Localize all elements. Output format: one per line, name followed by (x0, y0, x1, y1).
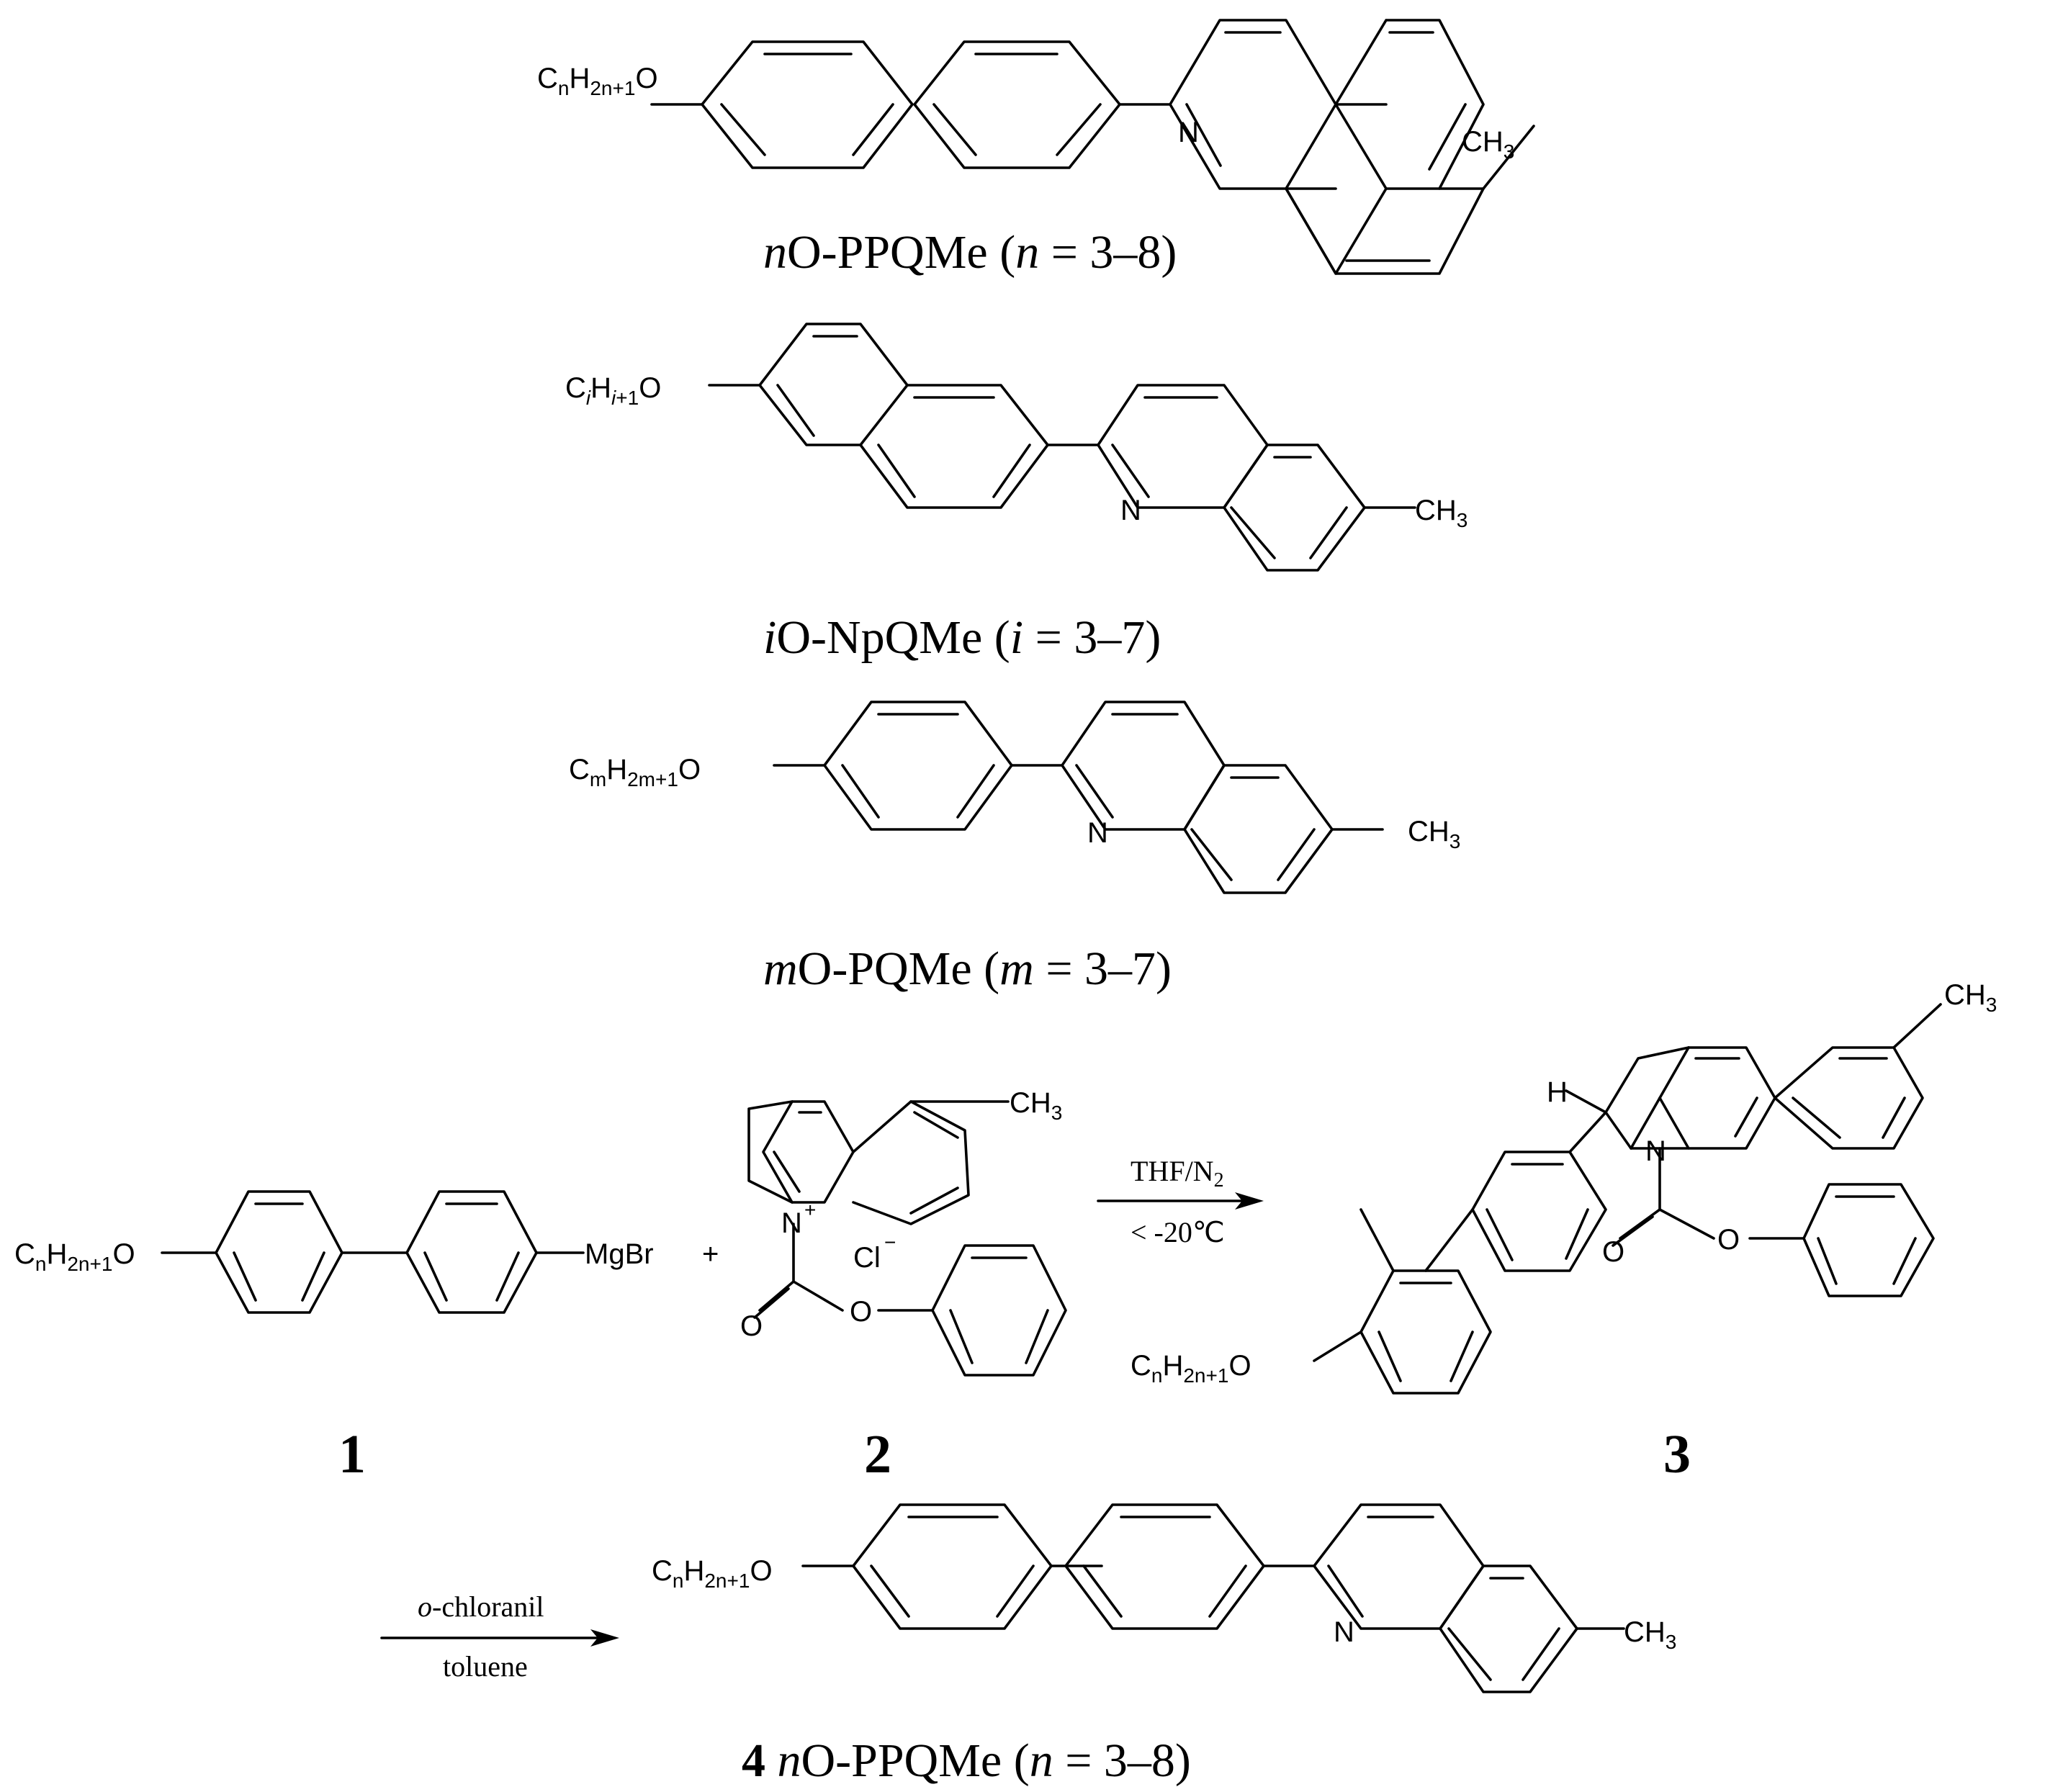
compound-number-2: 2 (864, 1424, 891, 1485)
svg-text:N: N (1087, 817, 1108, 849)
svg-text:O: O (850, 1296, 872, 1328)
svg-text:Cl: Cl (853, 1242, 881, 1274)
reagent-2: CH3 N + Cl − O O (740, 1087, 1067, 1377)
svg-text:CnH2n+1O: CnH2n+1O (652, 1555, 773, 1592)
svg-text:CnH2n+1O: CnH2n+1O (537, 63, 658, 99)
svg-text:−: − (884, 1231, 896, 1253)
structure-mO-PQMe: CmH2m+1O N CH3 (569, 701, 1460, 894)
svg-text:O: O (740, 1310, 763, 1342)
compound-number-3: 3 (1663, 1424, 1691, 1485)
product-3: CH3 H N O O CnH2n+1O (1131, 979, 1997, 1395)
svg-text:O: O (1717, 1224, 1740, 1256)
svg-text:CnH2n+1O: CnH2n+1O (1131, 1350, 1251, 1387)
reagent-1: CnH2n+1O MgBr (14, 1190, 654, 1314)
svg-text:CmH2m+1O: CmH2m+1O (569, 754, 701, 791)
svg-text:CH3: CH3 (1944, 979, 1997, 1016)
caption-nO-PPQMe: nO-PPQMe (n = 3–8) (763, 226, 1177, 279)
svg-text:CH3: CH3 (1624, 1616, 1676, 1653)
structure-nO-PPQMe: CnH2n+1O N CH3 (537, 19, 1535, 275)
svg-text:CH3: CH3 (1408, 816, 1460, 852)
caption-product-4: 4 nO-PPQMe (n = 3–8) (742, 1734, 1191, 1787)
reaction-arrow-1: THF/N2 < -20℃ (1097, 1155, 1264, 1248)
svg-text:CnH2n+1O: CnH2n+1O (14, 1238, 135, 1275)
svg-text:N: N (1334, 1616, 1354, 1648)
svg-text:CiHi+1O: CiHi+1O (565, 372, 661, 409)
svg-text:CH3: CH3 (1462, 126, 1514, 163)
svg-text:toluene: toluene (443, 1650, 528, 1683)
svg-text:H: H (1547, 1076, 1568, 1108)
svg-text:N: N (1645, 1135, 1666, 1167)
svg-text:CH3: CH3 (1415, 495, 1468, 531)
svg-text:N: N (781, 1207, 802, 1239)
svg-text:O: O (1602, 1236, 1624, 1268)
svg-text:N: N (1120, 495, 1141, 526)
structure-iO-NpQMe: CiHi+1O N CH3 (565, 323, 1468, 572)
compound-number-1: 1 (338, 1424, 366, 1485)
caption-iO-NpQMe: iO-NpQMe (i = 3–7) (763, 611, 1161, 664)
plus-sign: + (702, 1238, 719, 1270)
reaction-arrow-2: o-chloranil toluene (380, 1590, 619, 1683)
svg-text:+: + (804, 1199, 816, 1221)
svg-text:o-chloranil: o-chloranil (418, 1590, 544, 1623)
svg-text:CH3: CH3 (1010, 1087, 1062, 1124)
svg-text:MgBr: MgBr (585, 1238, 654, 1270)
svg-text:< -20℃: < -20℃ (1131, 1216, 1225, 1248)
svg-text:THF/N2: THF/N2 (1131, 1155, 1224, 1192)
product-4: CnH2n+1O N CH3 (652, 1503, 1676, 1693)
nitrogen-label: N (1178, 117, 1199, 148)
caption-mO-PQMe: mO-PQMe (m = 3–7) (763, 942, 1172, 995)
